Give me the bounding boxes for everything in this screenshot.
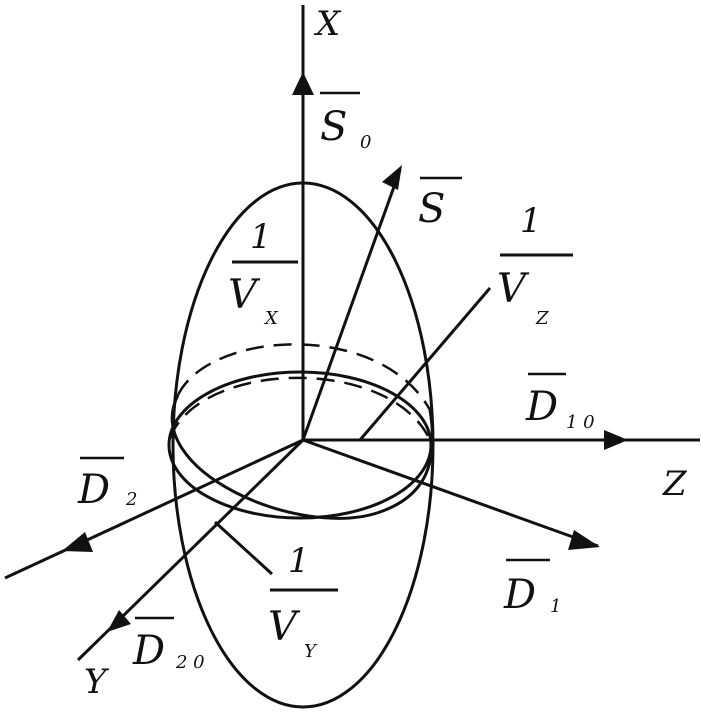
s0-subscript: 0	[360, 132, 371, 153]
s0-label: S	[320, 104, 347, 150]
d1-arrowhead	[568, 530, 600, 550]
d1-subscript: 1	[550, 596, 561, 617]
s-vector-arrowhead	[382, 165, 402, 190]
x-axis-label: X	[313, 4, 342, 44]
vy-subscript: Y	[304, 641, 318, 662]
vx-subscript: X	[263, 308, 279, 329]
z-axis-arrowhead	[604, 430, 628, 450]
y-axis-arrowhead	[107, 610, 131, 632]
d1-vector	[302, 438, 599, 548]
vx-denominator: V	[228, 272, 261, 318]
vz-line	[358, 287, 492, 441]
tilted-ellipse-front	[170, 394, 435, 520]
vz-numerator: 1	[520, 201, 542, 241]
d20-subscript: 2 0	[175, 652, 205, 673]
vy-denominator: V	[268, 604, 301, 650]
d2-label: D	[77, 467, 110, 513]
s-vector	[301, 169, 402, 441]
vy-numerator: 1	[288, 541, 310, 581]
vz-denominator: V	[497, 266, 530, 312]
z-axis-label: Z	[662, 464, 688, 504]
vy-leader-line	[213, 520, 274, 576]
d10-label: D	[525, 384, 558, 430]
dashed-ellipse-back-2	[168, 376, 432, 441]
vx-numerator: 1	[250, 217, 272, 257]
y-axis-label: Y	[84, 662, 110, 702]
d2-axis	[4, 438, 304, 580]
d20-label: D	[132, 628, 165, 674]
d2-subscript: 2	[125, 489, 137, 510]
dashed-ellipse-back-1	[176, 343, 432, 411]
x-axis-arrowhead	[292, 72, 314, 95]
d2-arrowhead	[62, 532, 93, 552]
d10-subscript: 1 0	[566, 412, 595, 433]
vz-subscript: Z	[535, 308, 549, 329]
d1-label: D	[503, 572, 536, 618]
s-label: S	[418, 186, 445, 232]
